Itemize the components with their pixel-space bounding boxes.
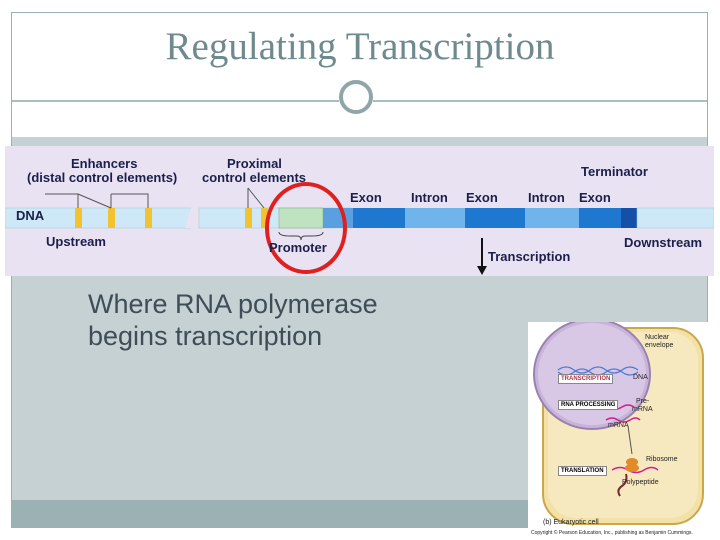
pre-mrna-label: mRNA (632, 406, 653, 413)
mrna-label: mRNA (608, 422, 629, 429)
dna-label: DNA (16, 208, 45, 223)
mrna-strand (605, 417, 641, 423)
pre-mrna-label: Pre- (636, 398, 650, 405)
leader-region (323, 208, 353, 228)
exon-label: Exon (350, 190, 382, 205)
exon-1-region (353, 208, 405, 228)
upstream-label: Upstream (46, 234, 106, 249)
dna-break (185, 208, 201, 228)
enhancers-label: Enhancers (71, 156, 138, 171)
enhancer-bracket (111, 193, 149, 208)
intron-2-region (525, 208, 579, 228)
promoter-region (278, 207, 324, 229)
enhancer-band (75, 208, 82, 228)
title-rule-right (373, 100, 707, 102)
transcription-label: Transcription (488, 249, 571, 264)
promoter-highlight-circle (265, 182, 347, 274)
cell-figure: Nuclear envelope TRANSCRIPTION DNA RNA P… (528, 322, 720, 540)
intron-label: Intron (528, 190, 565, 205)
polypeptide-chain (617, 473, 628, 497)
promoter-label: Promoter (269, 240, 327, 255)
proximal-bracket (247, 187, 265, 209)
enhancer-bracket (45, 193, 79, 208)
exon-label: Exon (579, 190, 611, 205)
polypeptide-label: Polypeptide (622, 479, 659, 486)
gene-diagram: Enhancers (distal control elements) Prox… (5, 146, 714, 276)
enhancer-bracket (77, 193, 112, 209)
copyright-text: Copyright © Pearson Education, Inc., pub… (531, 530, 693, 536)
proximal-sublabel: control elements (202, 170, 307, 185)
cell-dna-label: DNA (633, 374, 648, 381)
dna-segment-downstream (636, 207, 714, 229)
cell-figure-graphic (533, 322, 704, 525)
terminator-label: Terminator (581, 164, 648, 179)
nuclear-envelope-label: envelope (645, 342, 674, 349)
promoter-brace (278, 231, 324, 241)
downstream-label: Downstream (624, 235, 703, 250)
proximal-band (245, 208, 252, 228)
title-rule-left (12, 100, 339, 102)
gene-diagram-graphic (5, 182, 714, 275)
rna-processing-box: RNA PROCESSING (558, 400, 619, 410)
body-text-line: Where RNA polymerase (88, 289, 378, 319)
title-ornament-circle (339, 80, 373, 114)
intron-1-region (405, 208, 465, 228)
proximal-band (261, 208, 268, 228)
export-arrow (627, 425, 633, 455)
intron-label: Intron (411, 190, 448, 205)
enhancers-sublabel: (distal control elements) (27, 170, 178, 185)
body-text-line: begins transcription (88, 321, 323, 351)
enhancer-band (108, 208, 115, 228)
translation-box: TRANSLATION (558, 466, 607, 476)
exon-3-region (579, 208, 621, 228)
body-text: Where RNA polymerase begins transcriptio… (88, 288, 378, 352)
transcription-arrowhead (477, 266, 487, 275)
transcription-box: TRANSCRIPTION (558, 374, 614, 384)
ribosome-label: Ribosome (646, 456, 678, 463)
exon-label: Exon (466, 190, 498, 205)
ribosome-shape (625, 464, 639, 472)
proximal-label: Proximal (227, 156, 282, 171)
terminator-region (621, 208, 637, 228)
nuclear-envelope-label: Nuclear (645, 334, 670, 341)
slide-title: Regulating Transcription (165, 25, 555, 68)
ribosome-shape (626, 458, 638, 466)
dna-strand (557, 366, 639, 374)
cell-figure-caption: (b) Eukaryotic cell (543, 519, 599, 526)
exon-2-region (465, 208, 525, 228)
cytoplasm-mrna (611, 466, 659, 474)
enhancer-band (145, 208, 152, 228)
